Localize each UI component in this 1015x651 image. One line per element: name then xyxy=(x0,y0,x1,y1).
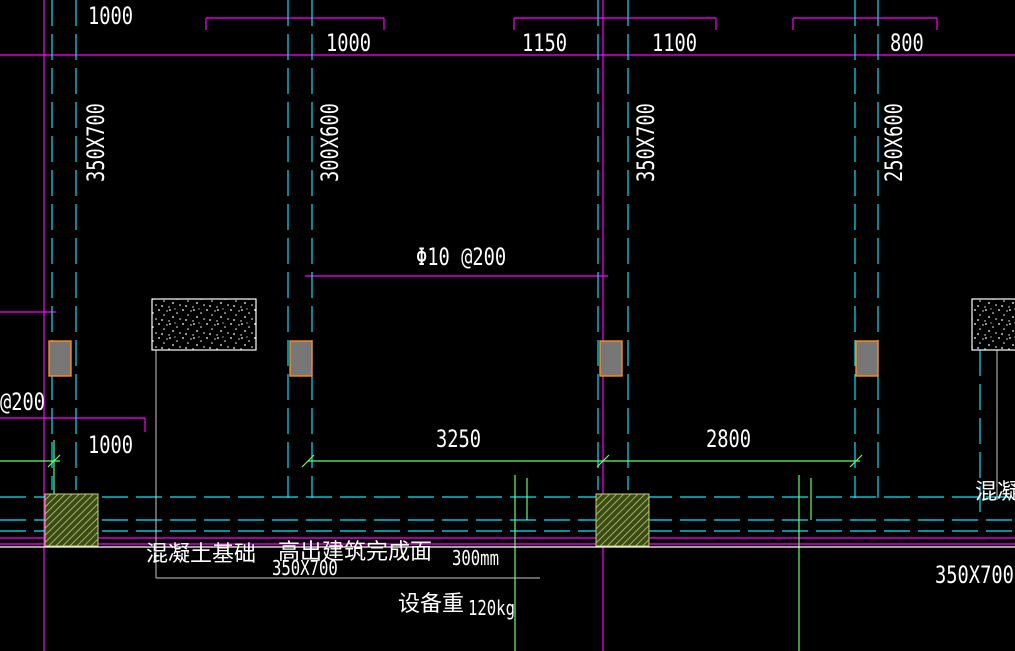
dim-top-5: 800 xyxy=(890,29,924,57)
note-height: 300mm xyxy=(452,546,499,570)
equipment-block-right xyxy=(971,298,1015,351)
beam-label-4: 250X600 xyxy=(880,103,908,182)
dim-top-2: 1000 xyxy=(326,29,372,57)
dim-bottom-2: 3250 xyxy=(436,425,482,453)
rebar-label-left-cut: @200 xyxy=(0,388,46,416)
equipment-block-left xyxy=(151,298,257,351)
dim-top-4: 1100 xyxy=(652,29,698,57)
dim-top-3: 1150 xyxy=(522,29,568,57)
note-beam-right: 350X700 xyxy=(935,561,1014,589)
note-equipment-weight: 设备重 xyxy=(398,592,465,617)
note-concrete-foundation: 混凝土基础 xyxy=(146,542,257,567)
dim-top-left: 1000 xyxy=(88,2,134,30)
beam-label-2: 300X600 xyxy=(316,103,344,182)
dimension-lines xyxy=(0,440,863,651)
dim-bottom-3: 2800 xyxy=(706,425,752,453)
columns xyxy=(48,340,879,377)
footings xyxy=(44,493,650,547)
beam-label-3: 350X700 xyxy=(632,103,660,182)
beam-label-1: 350X700 xyxy=(82,103,110,182)
wall-lines xyxy=(0,0,1015,532)
leader-lines xyxy=(155,350,998,579)
note-beam-overlap: 350X700 xyxy=(272,556,338,580)
dim-bottom-1: 1000 xyxy=(88,431,134,459)
note-concrete-cut: 混凝 xyxy=(975,480,1015,505)
rebar-label: Φ10 @200 xyxy=(416,243,507,271)
note-above-finish: 高出建筑完成面 xyxy=(278,540,433,565)
note-weight-value: 120kg xyxy=(468,596,515,620)
